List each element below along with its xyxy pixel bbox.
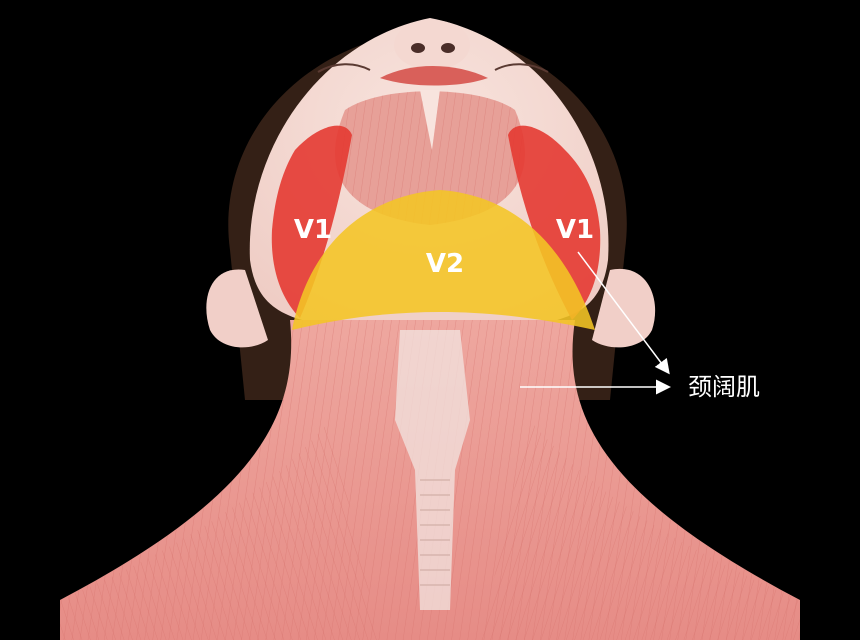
left-ear — [206, 269, 268, 348]
left-eye — [317, 63, 371, 73]
lips — [380, 66, 488, 86]
right-nostril — [441, 43, 455, 53]
right-ear — [592, 268, 656, 348]
callout-label-platysma: 颈阔肌 — [688, 373, 760, 401]
label-v1-left: V1 — [294, 215, 332, 245]
label-v2: V2 — [426, 249, 464, 279]
trachea-rings — [420, 479, 450, 586]
mentalis-fibers — [335, 91, 525, 225]
trachea — [395, 330, 470, 610]
nose — [394, 20, 470, 70]
left-nostril — [411, 43, 425, 53]
callout-arrow-upper — [577, 251, 670, 375]
shoulder-left-fibers — [60, 420, 380, 640]
right-eye — [494, 63, 549, 73]
shoulder-right-fibers — [480, 420, 800, 640]
label-v1-right: V1 — [556, 215, 594, 245]
lip-notch — [420, 90, 440, 150]
zone-v2 — [292, 190, 595, 330]
zone-v1-left — [271, 125, 352, 318]
zone-v1-right — [508, 125, 601, 320]
